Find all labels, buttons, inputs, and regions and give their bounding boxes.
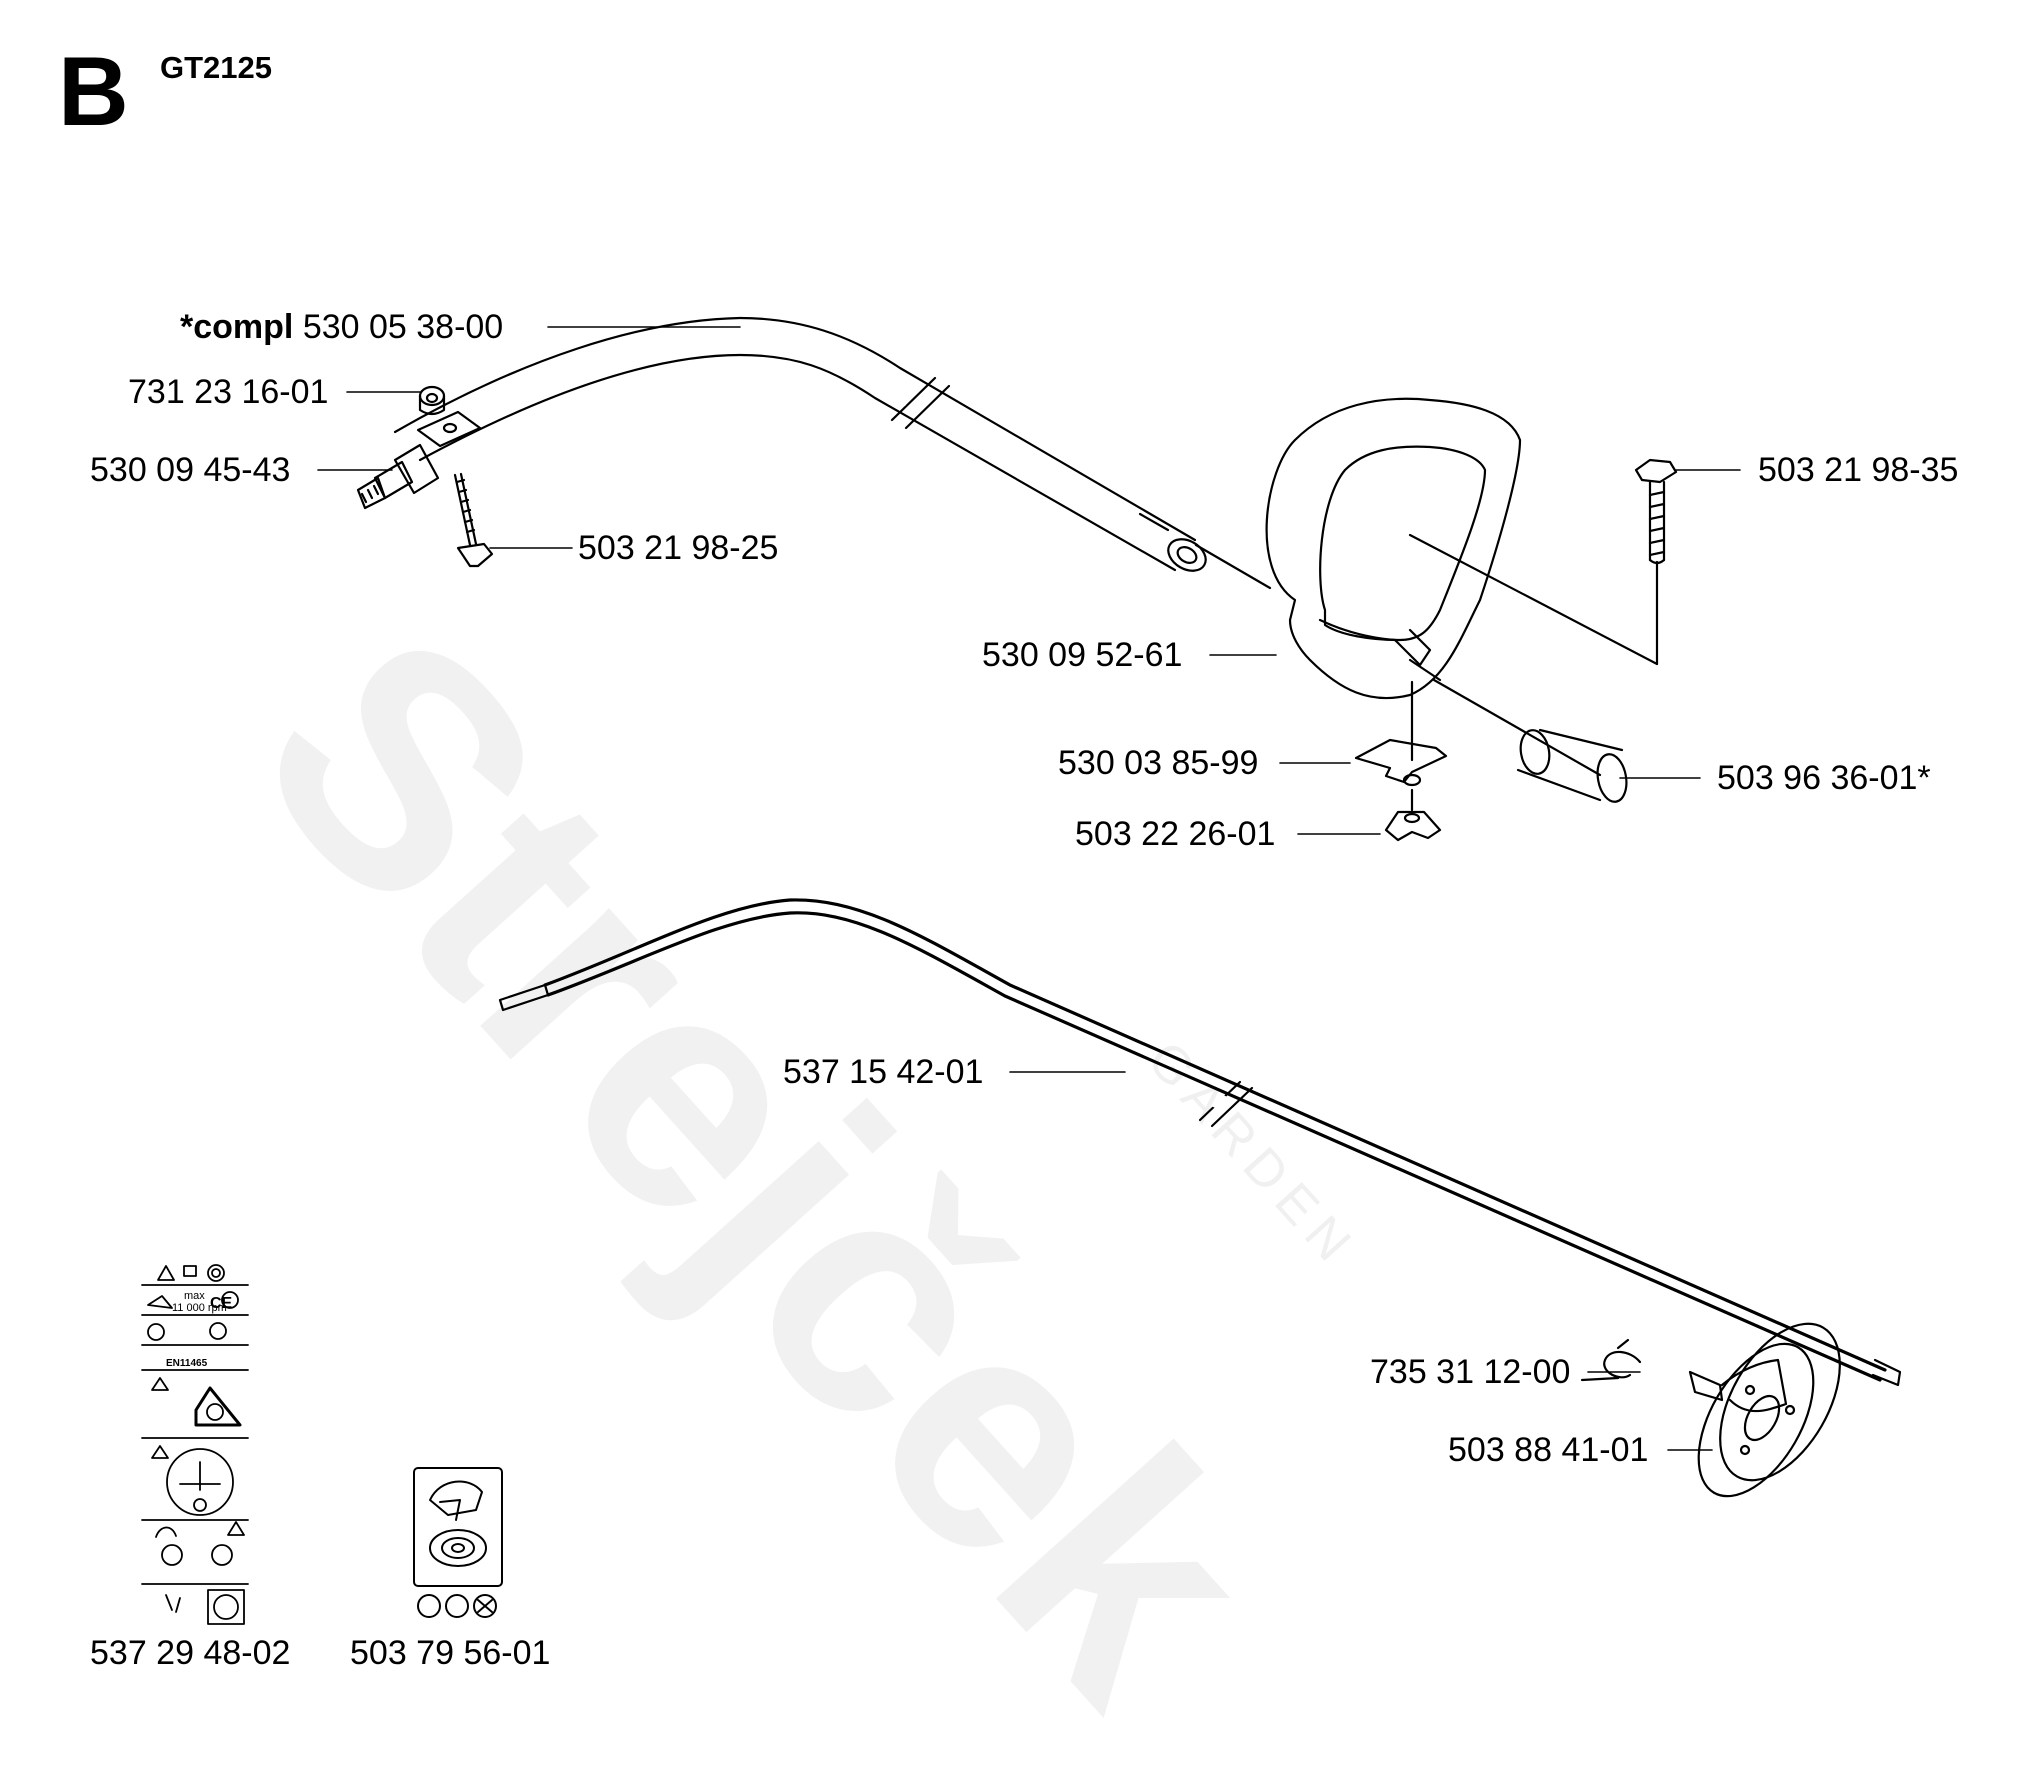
part-label-p2: 731 23 16-01 [128,373,329,411]
part-label-p5: 503 21 98-35 [1758,451,1959,489]
handle-screw [1194,458,1678,666]
part-prefix-p1: *compl [180,308,294,346]
decal-ce: CE [210,1295,233,1312]
part-label-p8: 503 22 26-01 [1075,815,1276,853]
shaft-adapter [356,443,440,510]
section-letter: B [58,36,129,146]
loop-handle [1265,397,1522,700]
part-label-p6: 530 09 52-61 [982,636,1183,674]
part-label-p1: *compl 530 05 38-00 [180,310,503,344]
leader-lines [317,326,1741,1451]
decal-norm: EN11465 [166,1358,208,1369]
drive-cable [498,898,1902,1387]
exploded-parts-diagram: max 11 000 rpm CE EN11465 [141,316,1902,1625]
bracket-and-wingnut [1354,680,1448,842]
decal-text-537: max 11 000 rpm CE EN11465 [166,1290,233,1369]
part-label-p4: 503 21 98-25 [578,529,779,567]
part-label-p11: 735 31 12-00 [1370,1353,1571,1391]
part-number-p1: 530 05 38-00 [302,308,504,346]
part-label-p10: 537 15 42-01 [783,1053,984,1091]
decal-sheet-503 [413,1467,503,1618]
sleeve-tube [1432,678,1628,803]
model-title: GT2125 [160,50,273,85]
clamp-hardware [416,385,494,568]
decal-max: max [184,1290,205,1302]
decal-sheet-537 [141,1264,249,1625]
clip-and-drum [1580,1322,1841,1498]
part-label-p14: 503 79 56-01 [350,1634,551,1672]
part-label-p13: 537 29 48-02 [90,1634,291,1672]
shaft-tube [393,316,1207,572]
part-label-p3: 530 09 45-43 [90,451,291,489]
part-label-p12: 503 88 41-01 [1448,1431,1649,1469]
decal-rpm: 11 000 rpm [172,1302,227,1314]
part-label-p7: 530 03 85-99 [1058,744,1259,782]
part-label-p9: 503 96 36-01* [1717,759,1931,797]
